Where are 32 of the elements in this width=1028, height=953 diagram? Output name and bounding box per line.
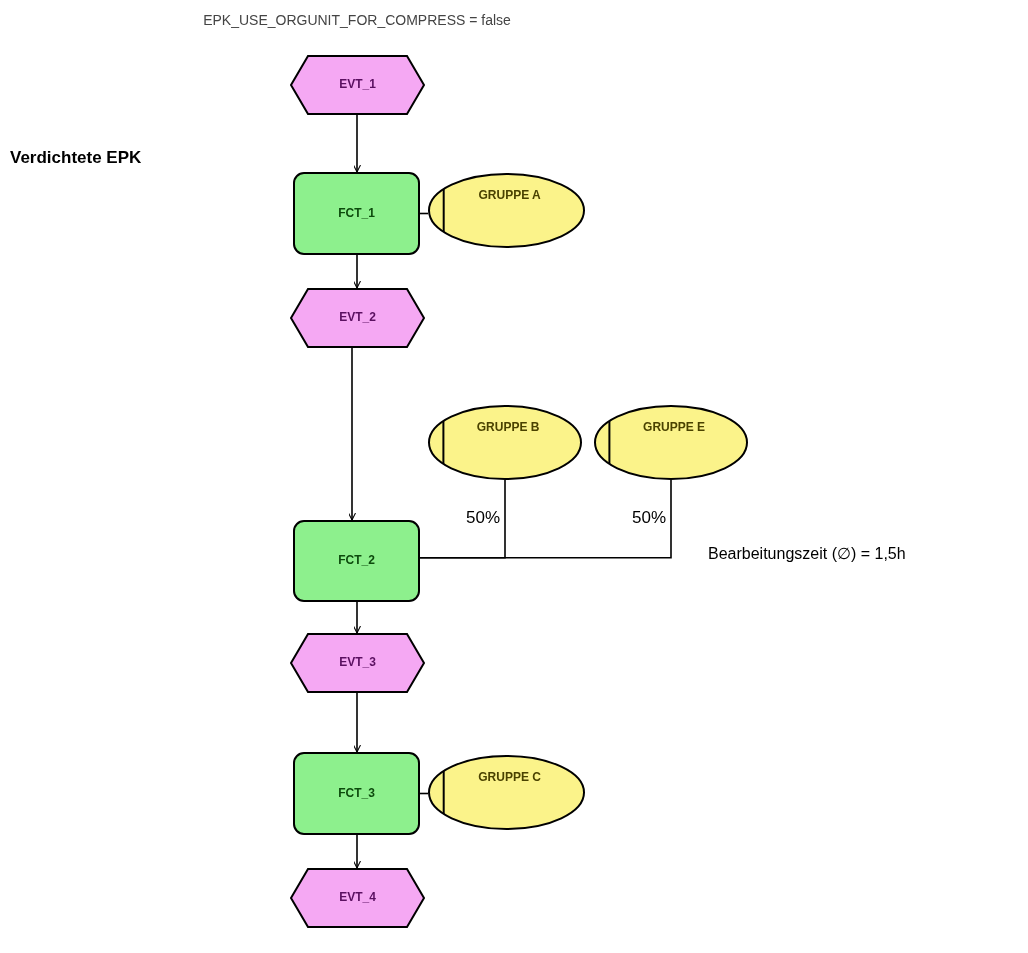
org-unit-label: GRUPPE E	[642, 420, 707, 435]
org-unit-ellipse	[428, 755, 585, 830]
org-unit-label: GRUPPE B	[475, 420, 541, 435]
function-label: FCT_2	[337, 553, 376, 568]
function-label: FCT_1	[337, 205, 376, 221]
annotation-label: Bearbeitungszeit (∅) = 1,5h	[708, 544, 906, 563]
arrow	[348, 347, 357, 521]
event-label: EVT_3	[338, 655, 377, 670]
function-label: FCT_3	[337, 785, 376, 801]
arrow	[353, 834, 362, 869]
event-hexagon	[290, 55, 425, 115]
event-hexagon	[290, 633, 425, 693]
org-unit-label: GRUPPE A	[477, 188, 542, 203]
org-unit-ellipse	[428, 173, 585, 248]
connector-line	[419, 479, 672, 559]
function-box	[293, 172, 420, 255]
function-box	[293, 520, 420, 602]
arrow	[353, 254, 362, 289]
arrow	[353, 692, 362, 753]
event-hexagon	[290, 868, 425, 928]
event-label: EVT_2	[338, 310, 377, 325]
event-label: EVT_1	[338, 77, 377, 92]
arrow	[353, 114, 362, 173]
event-label: EVT_4	[338, 890, 377, 905]
heading-label: Verdichtete EPK	[10, 148, 142, 168]
function-box	[293, 752, 420, 835]
diagram-title: EPK_USE_ORGUNIT_FOR_COMPRESS = false	[202, 12, 512, 28]
event-hexagon	[290, 288, 425, 348]
org-unit-ellipse	[428, 405, 582, 480]
org-unit-label: GRUPPE C	[477, 770, 542, 785]
org-unit-ellipse	[594, 405, 748, 480]
arrow	[353, 601, 362, 634]
